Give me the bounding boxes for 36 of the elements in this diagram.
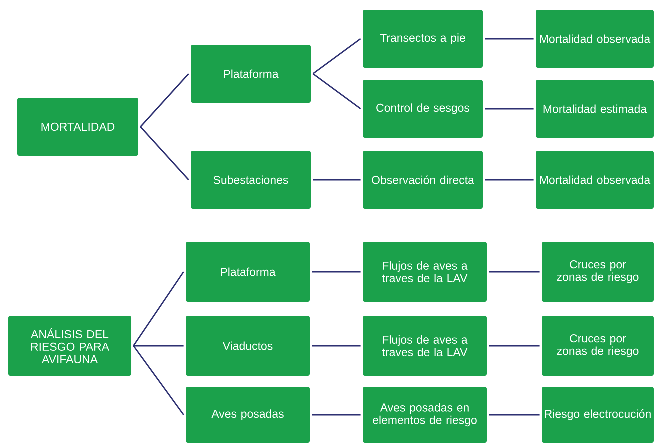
connector-line — [140, 74, 190, 128]
connector-line — [312, 73, 362, 110]
process-box: Flujos de aves a traves de la LAV — [363, 242, 487, 302]
process-box: Flujos de aves a traves de la LAV — [363, 316, 487, 376]
process-box: Viaductos — [186, 316, 310, 376]
process-box: Control de sesgos — [363, 80, 483, 138]
connector-line — [489, 414, 540, 416]
process-box: Transectos a pie — [363, 10, 483, 68]
connector-line — [133, 346, 184, 416]
connector-line — [485, 179, 534, 181]
process-box: Cruces por zonas de riesgo — [542, 316, 654, 376]
process-box: Aves posadas — [186, 387, 310, 443]
process-box: Observación directa — [363, 151, 483, 209]
process-box: ANÁLISIS DEL RIESGO PARA AVIFAUNA — [8, 316, 132, 376]
connector-line — [140, 126, 190, 180]
connector-line — [312, 271, 361, 273]
process-box: MORTALIDAD — [18, 98, 138, 156]
connector-line — [485, 108, 534, 110]
connector-line — [485, 38, 534, 40]
connector-line — [489, 345, 540, 347]
connector-line — [489, 271, 540, 273]
connector-line — [313, 179, 361, 181]
connector-line — [312, 414, 361, 416]
process-box: Cruces por zonas de riesgo — [542, 242, 654, 302]
process-box: Aves posadas en elementos de riesgo — [363, 387, 487, 443]
connector-line — [133, 272, 184, 346]
process-box: Riesgo electrocución — [542, 387, 654, 443]
connector-line — [134, 345, 184, 347]
connector-line — [312, 38, 362, 75]
process-box: Plataforma — [191, 45, 311, 103]
process-box: Mortalidad estimada — [536, 80, 654, 138]
process-box: Plataforma — [186, 242, 310, 302]
connector-line — [312, 345, 361, 347]
process-box: Subestaciones — [191, 151, 311, 209]
process-box: Mortalidad observada — [536, 10, 654, 68]
process-box: Mortalidad observada — [536, 151, 654, 209]
